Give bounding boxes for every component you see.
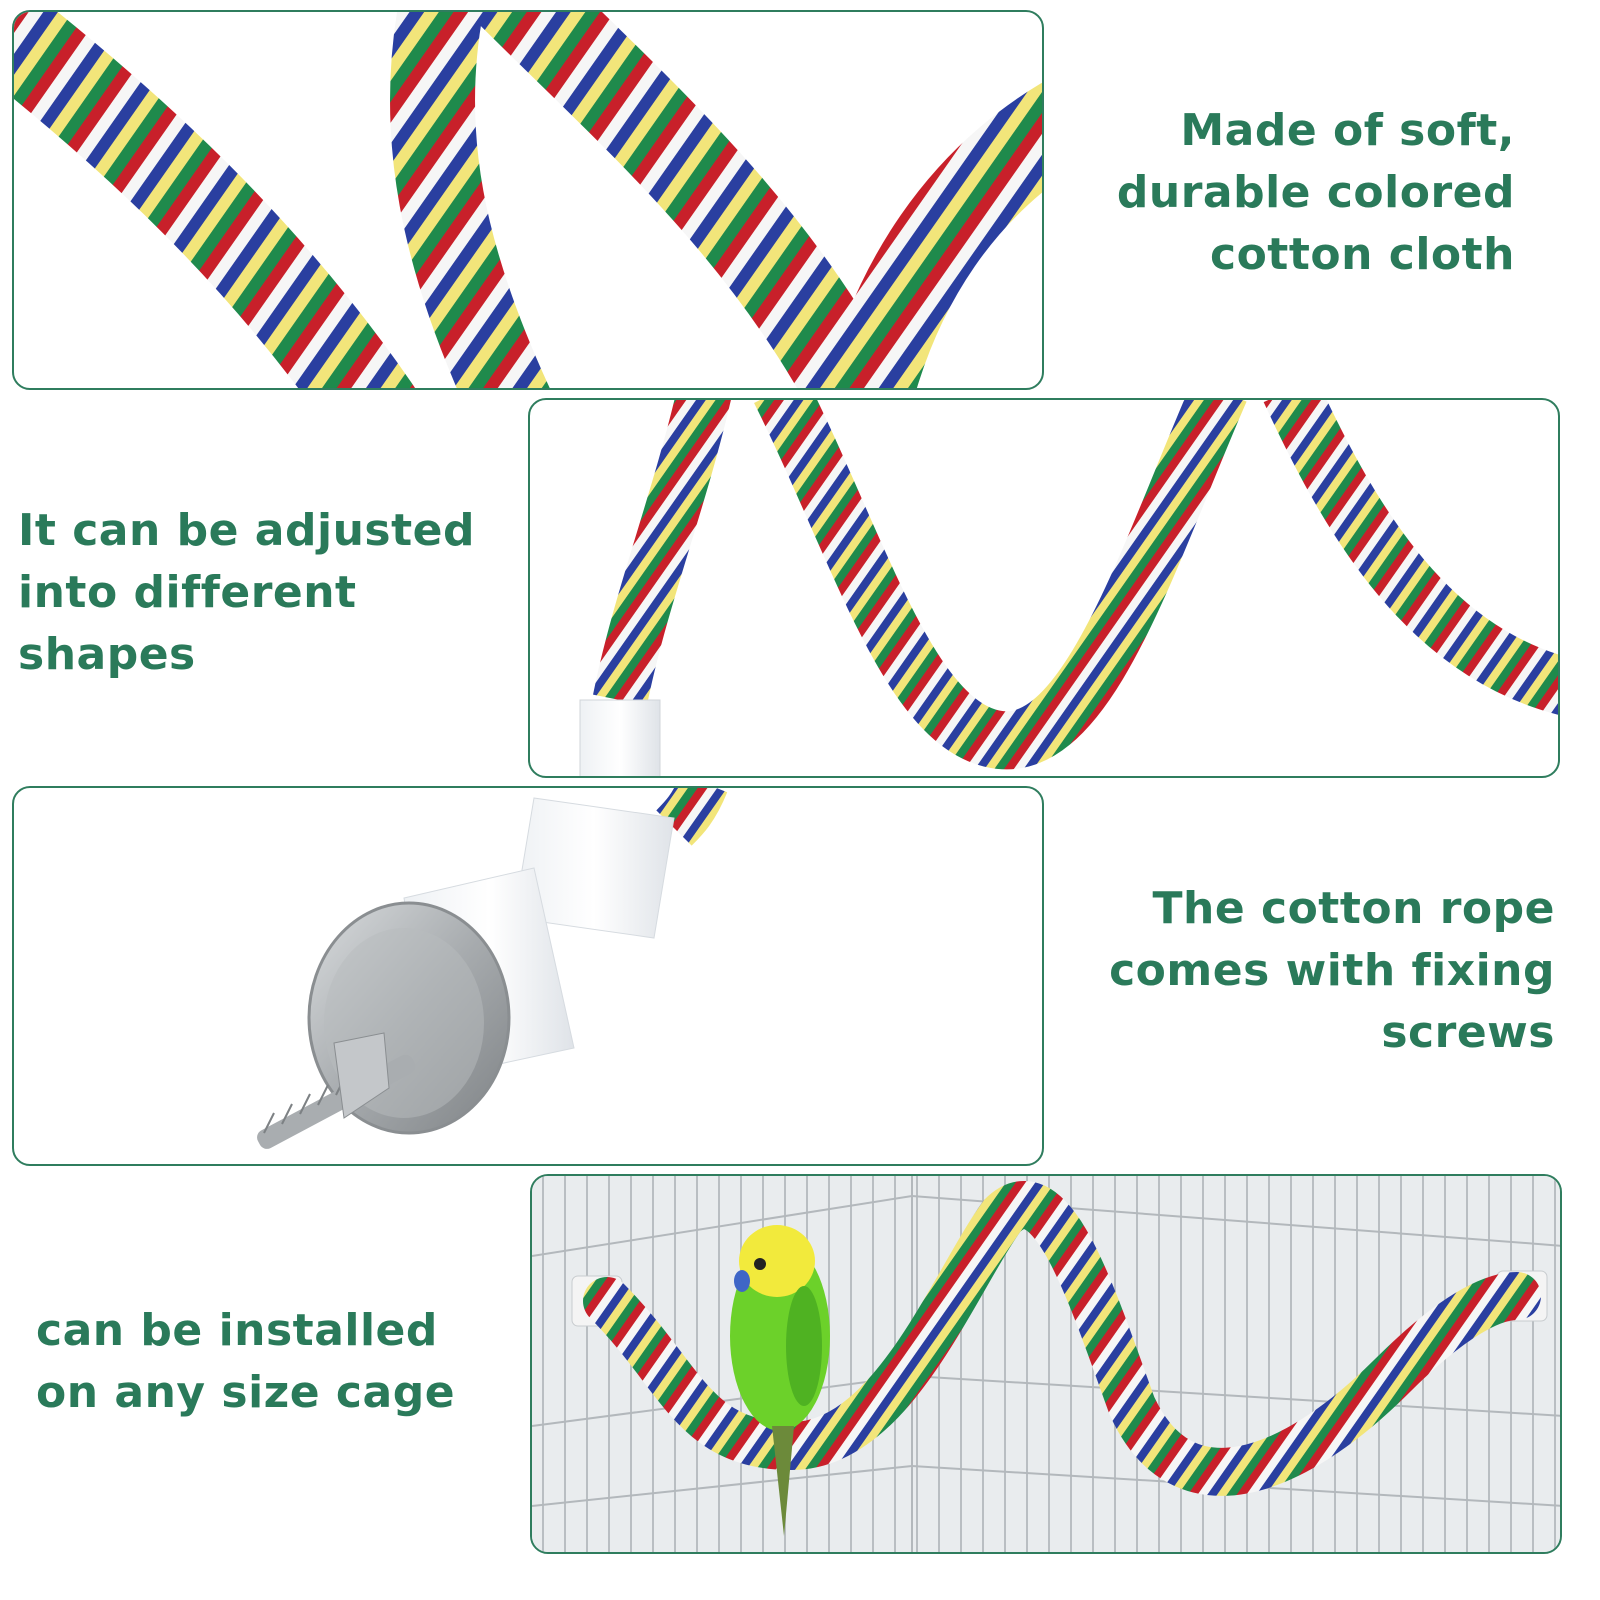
caption-material: Made of soft, durable colored cotton clo… (1060, 100, 1515, 286)
caption-screws-line-1: The cotton rope (1152, 883, 1555, 934)
caption-shape-line-2: into different (18, 567, 357, 618)
caption-install: can be installed on any size cage (36, 1300, 526, 1424)
caption-install-line-2: on any size cage (36, 1367, 456, 1418)
caption-screws-line-2: comes with fixing (1109, 945, 1555, 996)
caption-material-line-1: Made of soft, (1180, 105, 1515, 156)
caption-material-line-3: cotton cloth (1210, 229, 1515, 280)
screw-fixture-illustration (257, 788, 728, 1149)
rope-closeup-illustration (14, 12, 1042, 388)
caption-screws-line-3: screws (1381, 1007, 1555, 1058)
rope-shape-photo (528, 398, 1560, 778)
caption-shape-line-1: It can be adjusted (18, 505, 475, 556)
caption-screws: The cotton rope comes with fixing screws (1050, 878, 1555, 1064)
screw-fixture-photo (12, 786, 1044, 1166)
budgie-icon (730, 1225, 830, 1536)
parrot-cage-illustration (532, 1176, 1560, 1552)
rope-shape-illustration (579, 400, 1558, 776)
cotton-rope-photo (12, 10, 1044, 390)
caption-material-line-2: durable colored (1116, 167, 1515, 218)
parrot-cage-photo (530, 1174, 1562, 1554)
caption-install-line-1: can be installed (36, 1305, 438, 1356)
caption-shape-line-3: shapes (18, 629, 196, 680)
caption-shape: It can be adjusted into different shapes (18, 500, 518, 686)
